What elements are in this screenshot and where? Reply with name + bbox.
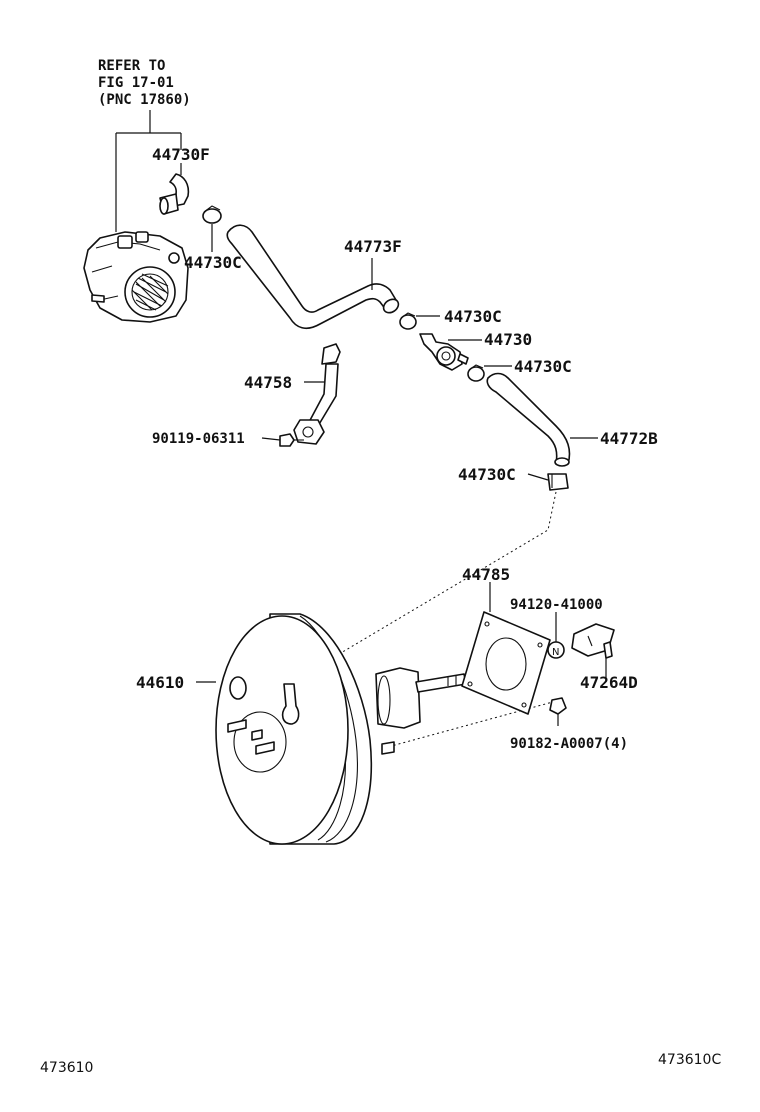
label-44730: 44730 <box>484 330 532 349</box>
label-90119: 90119-06311 <box>152 431 245 447</box>
hose-44772b <box>486 372 598 467</box>
label-44758: 44758 <box>244 373 292 392</box>
reference-bracket-leader <box>115 110 182 232</box>
nut-90182 <box>549 697 567 726</box>
label-clamp-3: 44730C <box>514 357 572 376</box>
leader-bolt <box>261 437 281 441</box>
label-44730f: 44730F <box>152 145 210 164</box>
reference-note: REFER TO FIG 17-01 (PNC 17860) <box>98 58 191 232</box>
brake-booster-44610 <box>196 613 467 845</box>
svg-text:N: N <box>552 647 559 658</box>
clamp-4 <box>527 473 569 491</box>
footer-code-left: 473610 <box>40 1060 93 1076</box>
assembly-line-nut <box>383 699 561 749</box>
bolt-90119 <box>261 433 304 447</box>
hose-44730f <box>159 163 190 215</box>
nut-94120: N <box>547 612 565 659</box>
check-valve-44730 <box>419 333 482 371</box>
label-44773f: 44773F <box>344 237 402 256</box>
leader-clamp-4 <box>527 473 549 481</box>
hose-44773f <box>226 224 400 330</box>
label-94120: 94120-41000 <box>510 597 603 613</box>
label-clamp-4: 44730C <box>458 465 516 484</box>
reference-note-line-3: (PNC 17860) <box>98 92 191 108</box>
reference-note-line-1: REFER TO <box>98 58 165 74</box>
gasket-44785 <box>461 582 551 715</box>
clamp-3 <box>467 364 512 382</box>
label-47264d: 47264D <box>580 673 638 692</box>
clamp-2 <box>399 312 440 330</box>
label-clamp-1: 44730C <box>184 253 242 272</box>
label-clamp-2: 44730C <box>444 307 502 326</box>
throttle-body <box>83 231 189 323</box>
footer-code-right: 473610C <box>658 1052 721 1068</box>
label-90182: 90182-A0007(4) <box>510 736 628 752</box>
label-44610: 44610 <box>136 673 184 692</box>
clamp-1 <box>202 205 222 252</box>
reference-note-line-2: FIG 17-01 <box>98 75 174 91</box>
label-44772b: 44772B <box>600 429 658 448</box>
clevis-47264d <box>571 623 615 682</box>
label-44785: 44785 <box>462 565 510 584</box>
bracket-44758 <box>293 343 341 445</box>
